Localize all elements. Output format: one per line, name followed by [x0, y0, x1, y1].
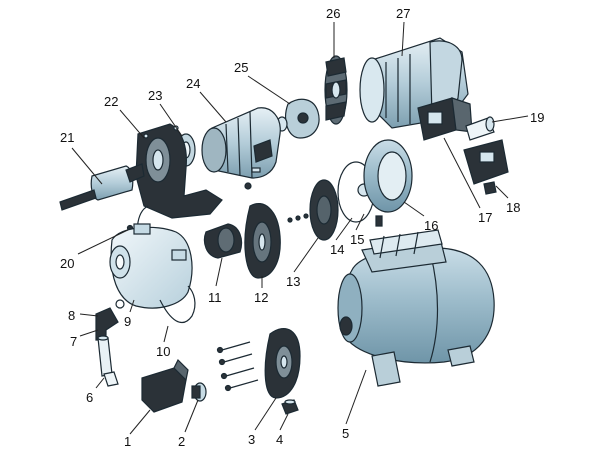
label-17: 17 — [478, 210, 492, 225]
elbow-fitting-part-8 — [95, 299, 125, 341]
label-10: 10 — [156, 344, 170, 359]
terminal-lid-part-18 — [463, 139, 509, 195]
label-9: 9 — [124, 314, 131, 329]
pressure-switch-part-1 — [141, 358, 189, 413]
label-23: 23 — [148, 88, 162, 103]
impeller-part-11 — [203, 223, 243, 259]
label-6: 6 — [86, 390, 93, 405]
pressure-tank-part-5 — [337, 229, 495, 387]
label-1: 1 — [124, 434, 131, 449]
label-24: 24 — [186, 76, 200, 91]
label-20: 20 — [60, 256, 74, 271]
label-7: 7 — [70, 334, 77, 349]
clamp-band-part-10 — [159, 285, 196, 323]
label-16: 16 — [424, 218, 438, 233]
fan-part-26 — [324, 55, 348, 125]
label-8: 8 — [68, 308, 75, 323]
tank-cap-part-16 — [363, 139, 413, 213]
label-21: 21 — [60, 130, 74, 145]
gauge-connector-part-2 — [191, 382, 207, 402]
screw-set — [287, 213, 309, 223]
label-25: 25 — [234, 60, 248, 75]
end-cover-part-25 — [276, 98, 320, 139]
capacitor-part-19 — [465, 116, 495, 141]
stator-part-24 — [201, 107, 281, 190]
hose-part-7 — [97, 335, 113, 377]
label-11: 11 — [208, 290, 222, 305]
rotor-shaft-part-21 — [59, 163, 145, 211]
label-14: 14 — [330, 242, 344, 257]
label-13: 13 — [286, 274, 300, 289]
capacitor-box-part-17 — [417, 97, 473, 141]
label-26: 26 — [326, 6, 340, 21]
pump-body-part-9 — [109, 223, 193, 309]
plug-part-4 — [281, 399, 299, 415]
leader-lines — [71, 21, 529, 435]
label-3: 3 — [248, 432, 255, 447]
label-27: 27 — [396, 6, 410, 21]
flange-part-3 — [264, 328, 301, 399]
label-4: 4 — [276, 432, 283, 447]
part-number-labels: 1 2 3 4 5 6 7 8 9 10 11 12 13 14 15 16 1… — [60, 6, 544, 449]
label-19: 19 — [530, 110, 544, 125]
pump-bracket-part-22 — [135, 123, 223, 219]
label-18: 18 — [506, 200, 520, 215]
label-15: 15 — [350, 232, 364, 247]
label-2: 2 — [178, 434, 185, 449]
diffuser-part-12 — [244, 203, 281, 279]
label-5: 5 — [342, 426, 349, 441]
label-12: 12 — [254, 290, 268, 305]
pipe-part-6 — [103, 371, 119, 387]
label-22: 22 — [104, 94, 118, 109]
bolt-set — [216, 341, 259, 392]
diaphragm-part-13 — [309, 179, 339, 241]
